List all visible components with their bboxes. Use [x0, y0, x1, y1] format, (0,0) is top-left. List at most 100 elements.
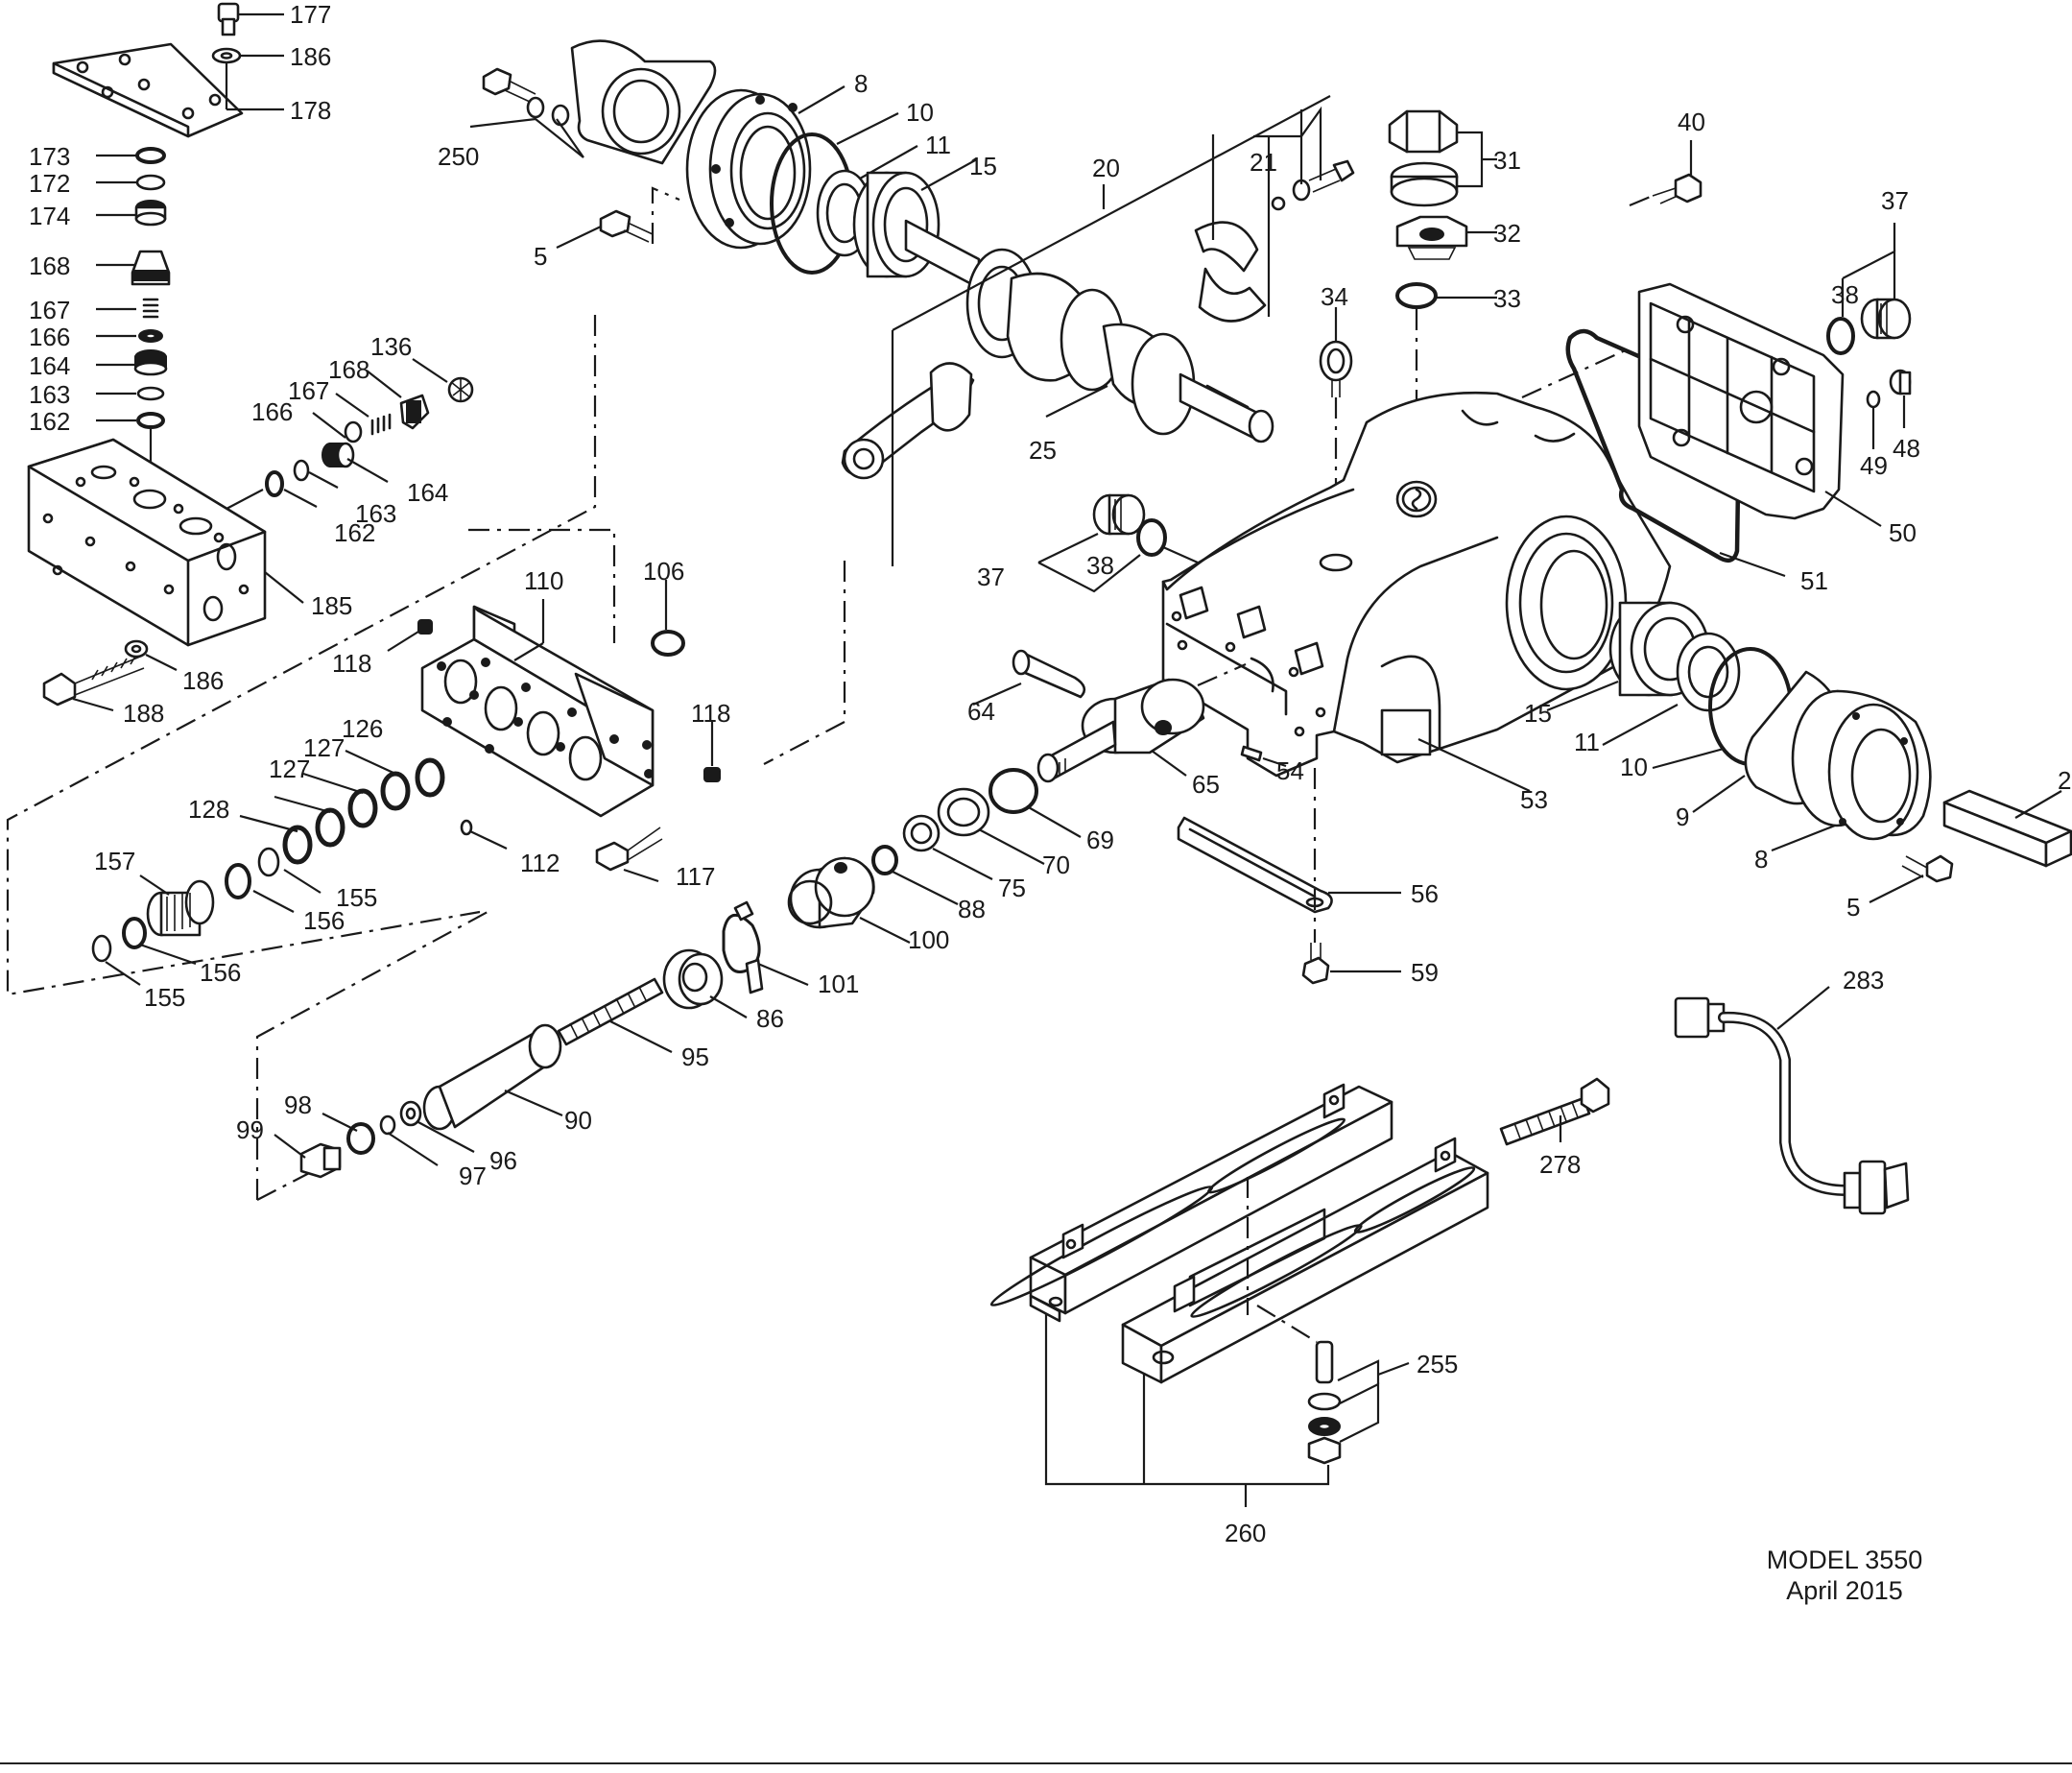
callout-97: 97 [459, 1162, 487, 1190]
callout-5-top: 5 [534, 242, 547, 271]
callout-112: 112 [520, 849, 560, 877]
callout-37-right: 37 [1881, 186, 1909, 215]
callout-185: 185 [311, 591, 352, 620]
callout-283: 283 [1843, 966, 1884, 994]
callout-250: 250 [438, 142, 479, 171]
callout-167-b: 167 [288, 376, 329, 405]
manifold-block-185 [27, 438, 304, 647]
callout-173: 173 [29, 142, 70, 171]
callout-118-left: 118 [332, 649, 371, 678]
packing-rings [91, 750, 445, 986]
callout-168: 168 [29, 252, 70, 280]
callout-117: 117 [676, 862, 715, 891]
callout-88: 88 [958, 895, 986, 923]
callout-21: 21 [1250, 148, 1277, 177]
oil-fill-parts [1319, 109, 1497, 553]
callout-2: 2 [2058, 766, 2071, 795]
callout-177: 177 [290, 0, 331, 29]
callout-32: 32 [1493, 219, 1521, 248]
callout-69: 69 [1086, 826, 1114, 854]
callout-98: 98 [284, 1090, 312, 1119]
callout-126: 126 [342, 714, 383, 743]
callout-20: 20 [1092, 154, 1120, 182]
callout-166: 166 [29, 323, 70, 351]
callout-163-b: 163 [355, 499, 396, 528]
callout-118-right: 118 [691, 699, 730, 728]
callout-11-top: 11 [925, 131, 951, 159]
callout-110: 110 [524, 566, 563, 595]
callout-136: 136 [370, 332, 412, 361]
callout-8-right: 8 [1754, 845, 1768, 874]
callout-10-top: 10 [906, 98, 934, 127]
callout-172: 172 [29, 169, 70, 198]
callout-54: 54 [1276, 756, 1304, 785]
callout-8-top: 8 [854, 69, 868, 98]
bracket-56 [1177, 768, 1401, 985]
callout-168-b: 168 [328, 355, 369, 384]
callout-33: 33 [1493, 284, 1521, 313]
callout-100: 100 [908, 925, 949, 954]
manifold-cover-group [52, 2, 284, 485]
callout-59: 59 [1411, 958, 1439, 987]
callout-10-right: 10 [1620, 753, 1648, 781]
callout-255: 255 [1417, 1350, 1458, 1378]
callout-75: 75 [998, 874, 1026, 902]
crankshaft-assembly [469, 39, 1355, 566]
footer-rule [0, 1762, 2072, 1764]
callout-65: 65 [1192, 770, 1220, 799]
callout-260: 260 [1225, 1519, 1266, 1547]
bolt-188 [42, 639, 178, 712]
callout-164: 164 [29, 351, 70, 380]
callout-49: 49 [1860, 451, 1888, 480]
callout-162-b: 162 [334, 518, 375, 547]
callout-156-b: 156 [200, 958, 241, 987]
callout-99: 99 [236, 1115, 264, 1144]
callout-128: 128 [188, 795, 229, 824]
rear-cover-assembly [1521, 140, 1912, 578]
callout-166-b: 166 [251, 397, 293, 426]
crankcase-53 [1161, 391, 1672, 792]
callout-56: 56 [1411, 879, 1439, 908]
callout-86: 86 [756, 1004, 784, 1033]
callout-48: 48 [1893, 434, 1920, 463]
callout-188: 188 [123, 699, 164, 728]
callout-164-b: 164 [407, 478, 448, 507]
callout-38-right: 38 [1831, 280, 1859, 309]
callout-96: 96 [489, 1146, 517, 1175]
callout-157: 157 [94, 847, 135, 875]
callout-11-right: 11 [1574, 728, 1600, 756]
plunger-seals [274, 768, 1082, 1179]
callout-178: 178 [290, 96, 331, 125]
callout-9: 9 [1676, 803, 1689, 831]
callout-53: 53 [1520, 785, 1548, 814]
callout-labels: 177 186 178 173 172 174 168 167 166 164 … [29, 0, 2071, 1547]
callout-38-left: 38 [1086, 551, 1114, 580]
callout-31: 31 [1493, 146, 1521, 175]
callout-34: 34 [1321, 282, 1348, 311]
callout-101: 101 [818, 970, 859, 998]
callout-90: 90 [564, 1106, 592, 1135]
callout-156-a: 156 [303, 906, 345, 935]
discharge-valve-parts [265, 358, 474, 508]
callout-95: 95 [681, 1042, 709, 1071]
callout-64: 64 [967, 697, 995, 726]
callout-186-b: 186 [182, 666, 224, 695]
model-label: MODEL 3550 [1767, 1545, 1923, 1574]
seal-housing-110 [420, 599, 655, 818]
callout-163: 163 [29, 380, 70, 409]
callout-15-top: 15 [969, 152, 997, 180]
callout-51: 51 [1800, 566, 1828, 595]
bearing-flange-right [1546, 601, 2072, 903]
callout-5-right: 5 [1846, 893, 1860, 922]
mounting-rails-260 [989, 1077, 1610, 1507]
plug-37-38-left [1037, 493, 1199, 593]
callout-155-b: 155 [144, 983, 185, 1012]
callout-127-a: 127 [303, 733, 345, 762]
callout-278: 278 [1539, 1150, 1581, 1179]
callout-25: 25 [1029, 436, 1057, 465]
date-label: April 2015 [1786, 1576, 1903, 1605]
callout-162: 162 [29, 407, 70, 436]
crosshead-65 [972, 649, 1287, 783]
callout-40: 40 [1678, 108, 1705, 136]
